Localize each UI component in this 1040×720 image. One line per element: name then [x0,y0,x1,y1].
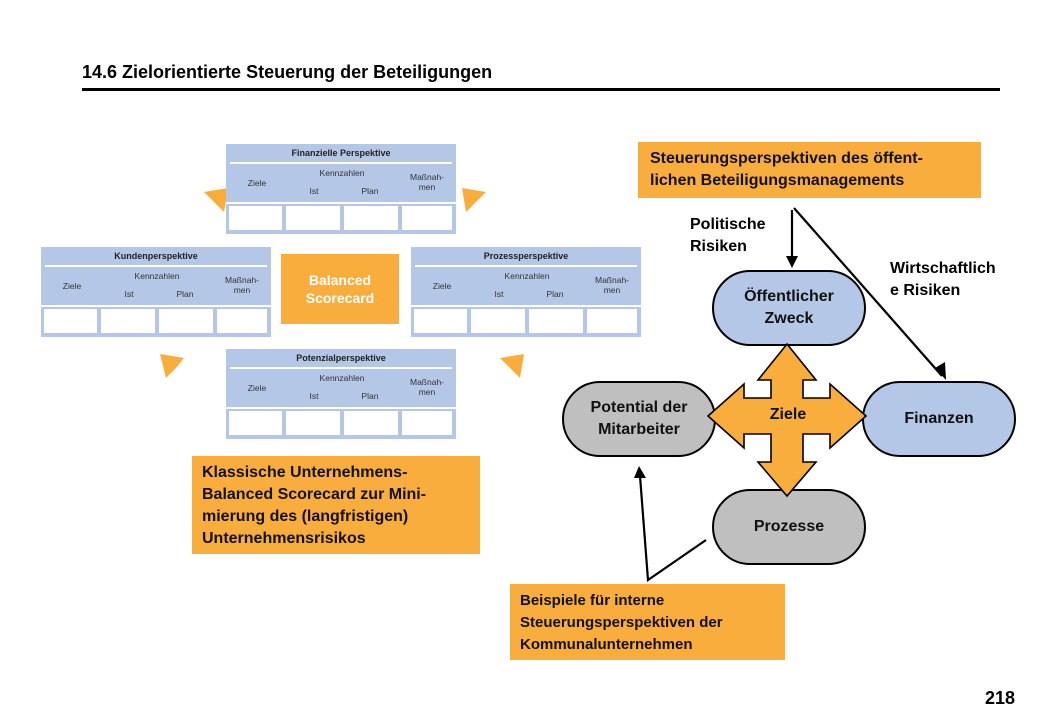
col-ziele: Ziele [247,383,267,393]
col-ziele: Ziele [432,281,452,291]
ziele-cross-shape [706,342,868,498]
col-ziele: Ziele [247,178,267,188]
public-header-box: Steuerungsperspektiven des öffent- liche… [638,142,981,198]
arrow-potenzial-to-kunden [160,354,214,394]
arrow-potenzial-to-prozess [472,354,524,394]
col-ist: Ist [309,391,319,401]
economic-risk-arrowhead [935,362,946,380]
col-massnahmen: Maßnah- men [594,275,629,295]
arrow-kunden-to-finanziell [160,188,228,244]
public-footer-box: Beispiele für interne Steuerungsperspekt… [510,584,785,660]
balanced-scorecard-label: Balanced Scorecard [281,254,399,324]
col-ist: Ist [494,289,504,299]
title-rule [82,88,1000,91]
col-massnahmen: Maßnah- men [409,172,444,192]
bsc-header-finanziell: Finanzielle Perspektive [291,148,391,158]
col-kennzahlen: Kennzahlen [319,373,365,383]
economic-risks-label: Wirtschaftlich e Risiken [890,260,996,299]
public-header-text: Steuerungsperspektiven des öffent- liche… [650,150,923,189]
col-kennzahlen: Kennzahlen [504,271,550,281]
col-massnahmen: Maßnah- men [409,377,444,397]
economic-risk-line [793,207,943,377]
node-potential-mitarbeiter: Potential der Mitarbeiter [562,381,716,457]
bsc-header-potenzial: Potenzialperspektive [296,353,386,363]
internal-examples-arrowhead [634,466,646,478]
political-risk-arrowhead [786,256,798,268]
bsc-caption-text: Klassische Unternehmens- Balanced Scorec… [202,464,427,547]
public-footer-text: Beispiele für interne Steuerungsperspekt… [520,592,723,653]
col-plan: Plan [176,289,194,299]
political-risks-label: Politische Risiken [690,216,766,255]
col-plan: Plan [361,186,379,196]
col-plan: Plan [546,289,564,299]
arrow-prozess-to-finanziell [462,188,530,244]
bsc-table-potenzial: Potenzialperspektive Ziele Kennzahlen Is… [226,349,456,439]
ziele-label: Ziele [769,406,807,423]
col-plan: Plan [361,391,379,401]
node-oeffentlicher-zweck: Öffentlicher Zweck [712,270,866,346]
col-ist: Ist [309,186,319,196]
col-kennzahlen: Kennzahlen [319,168,365,178]
col-ist: Ist [124,289,134,299]
bsc-table-finanziell: Finanzielle Perspektive Ziele Kennzahlen… [226,144,456,234]
bsc-table-prozess: Prozessperspektive Ziele Kennzahlen Ist … [411,247,641,337]
col-ziele: Ziele [62,281,82,291]
node-prozesse: Prozesse [712,489,866,565]
bsc-caption-box: Klassische Unternehmens- Balanced Scorec… [192,456,480,554]
slide-title: 14.6 Zielorientierte Steuerung der Betei… [82,62,493,82]
page-number: 218 [985,688,1016,708]
col-kennzahlen: Kennzahlen [134,271,180,281]
bsc-header-prozess: Prozessperspektive [483,251,569,261]
bsc-header-kunden: Kundenperspektive [114,251,198,261]
internal-examples-line [638,475,707,582]
bsc-table-kunden: Kundenperspektive Ziele Kennzahlen Ist P… [41,247,271,337]
col-massnahmen: Maßnah- men [224,275,259,295]
